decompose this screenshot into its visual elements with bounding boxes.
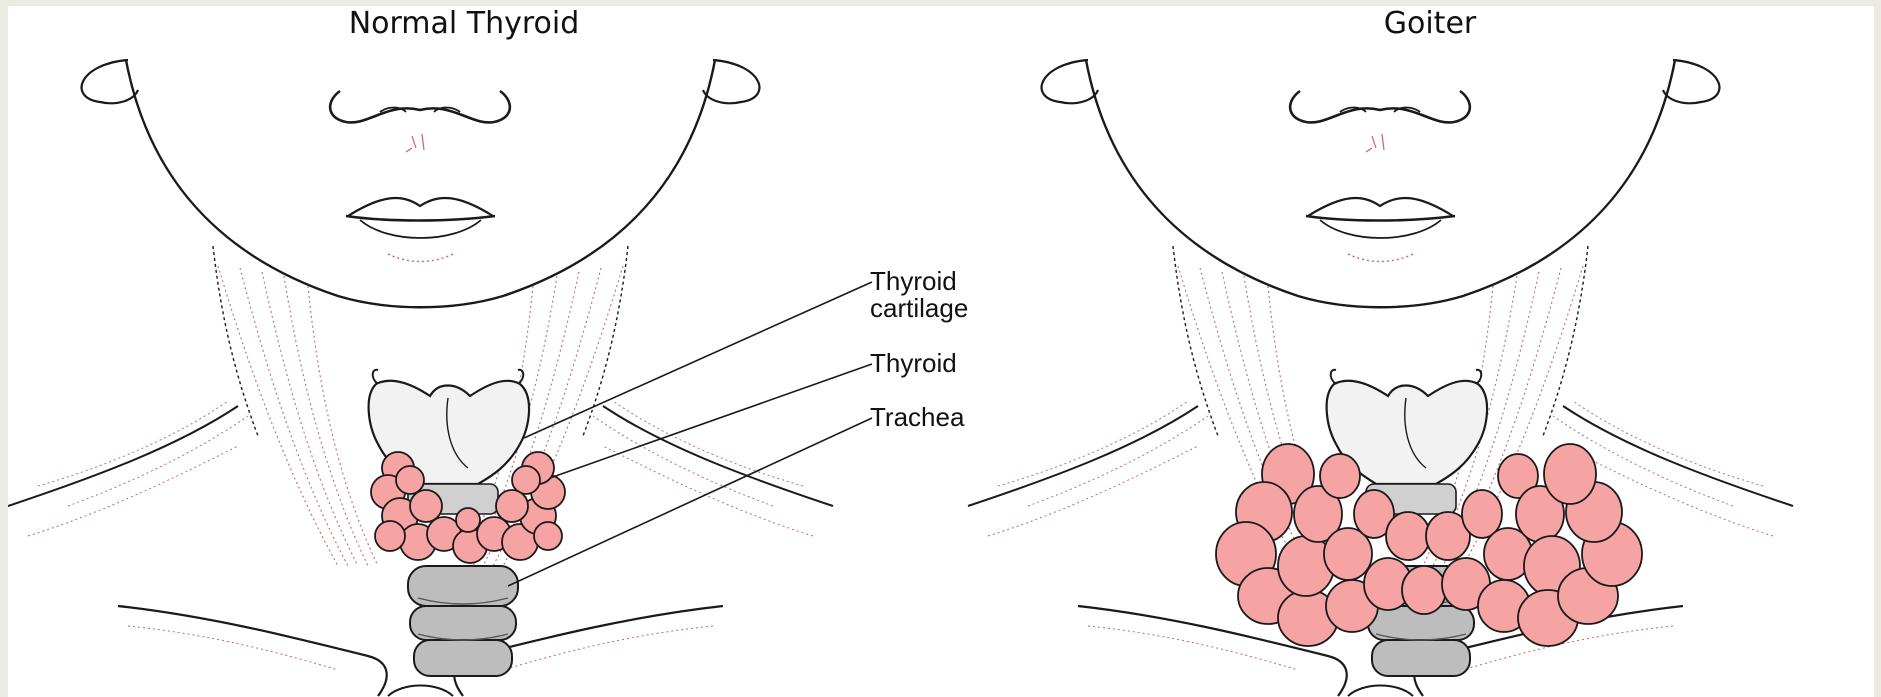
normal-thyroid-title: Normal Thyroid (349, 6, 580, 41)
illustration-panel: Normal Thyroid Goiter Thyroid cartilage … (8, 6, 1874, 697)
trachea-label: Trachea (870, 404, 964, 431)
leader-lines (508, 282, 872, 586)
goiter-title: Goiter (1384, 6, 1477, 41)
goiter-neck-drawing (968, 60, 1793, 696)
normal-neck-drawing (8, 60, 833, 696)
thyroid-label: Thyroid (870, 350, 957, 377)
thyroid-cartilage-label: Thyroid cartilage (870, 268, 968, 322)
